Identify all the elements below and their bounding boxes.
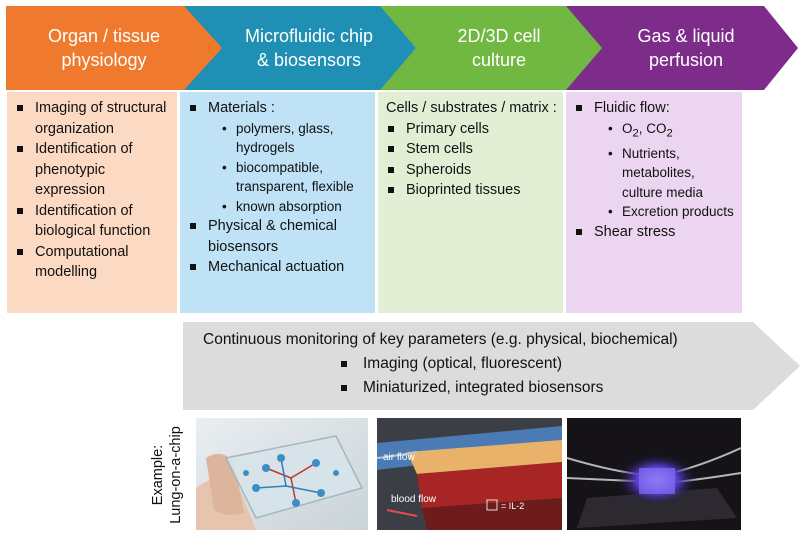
example-label: Example: Lung-on-a-chip [140,418,194,532]
example-line2: Lung-on-a-chip [168,426,184,524]
sub-list-item-gases: O2, CO2 [594,119,736,144]
chip-in-hand-image [196,418,368,530]
il2-label: = IL-2 [501,501,524,511]
gas-co: , CO [638,120,667,136]
chevron-title-line1: Microfluidic chip [244,26,374,46]
list-item: Identification of phenotypic expression [13,139,171,201]
sub-list-item: biocompatible, transparent, flexible [208,158,369,197]
list-item: Identification of biological function [13,201,171,242]
monitoring-item: Miniaturized, integrated biosensors [323,376,800,400]
monitoring-item: Imaging (optical, fluorescent) [323,352,800,376]
microfluidic-panel: Materials : polymers, glass, hydrogels b… [180,92,375,313]
list-item-materials: Materials : polymers, glass, hydrogels b… [186,98,369,216]
chevron-microfluidic-chip: Microfluidic chip & biosensors [184,6,416,90]
chevron-title-line2: perfusion [648,50,724,70]
list-item-fluidic-flow: Fluidic flow: O2, CO2 Nutrients, metabol… [572,98,736,222]
chevron-title-line1: Organ / tissue [47,26,161,46]
list-item: Computational modelling [13,242,171,283]
example-line1: Example: [150,444,166,506]
chevron-title-line1: 2D/3D cell [457,26,541,46]
list-item: Physical & chemical biosensors [186,216,369,257]
cell-culture-panel: Cells / substrates / matrix : Primary ce… [378,92,563,313]
sub-list-item: known absorption [208,197,369,217]
list-item: Shear stress [572,222,736,243]
chevron-title-line1: Gas & liquid [637,26,735,46]
list-item: Mechanical actuation [186,257,369,278]
chevron-organ-tissue-physiology: Organ / tissue physiology [6,6,228,90]
list-item: Spheroids [384,160,557,181]
chevron-gas-liquid-perfusion: Gas & liquid perfusion [566,6,798,90]
sub-list-item: polymers, glass, hydrogels [208,119,369,158]
list-item: Bioprinted tissues [384,180,557,201]
cells-intro: Cells / substrates / matrix : [386,100,557,116]
monitoring-arrow: Continuous monitoring of key parameters … [183,322,800,410]
chevron-title-line2: physiology [61,50,147,70]
list-item: Stem cells [384,139,557,160]
gas-o: O [622,120,633,136]
list-item: Primary cells [384,119,557,140]
gas-o-subscript: 2 [632,127,639,140]
chevron-title-line2: & biosensors [256,50,362,70]
sub-list-item: Excretion products [594,202,736,222]
monitoring-title: Continuous monitoring of key parameters … [203,331,678,348]
perfusion-panel: Fluidic flow: O2, CO2 Nutrients, metabol… [566,92,742,313]
chip-on-stage-image [567,418,741,530]
chevron-cell-culture: 2D/3D cell culture [380,6,602,90]
materials-label: Materials : [208,100,275,116]
fluidic-flow-label: Fluidic flow: [594,100,670,116]
blood-flow-label: blood flow [391,494,437,505]
airflow-bloodflow-schematic: air flow blood flow = IL-2 [377,418,562,530]
gas-co-subscript: 2 [666,127,673,140]
chevron-title-line2: culture [471,50,527,70]
organ-physiology-panel: Imaging of structural organization Ident… [7,92,177,313]
sub-list-item: Nutrients, metabolites, culture media [594,144,736,203]
list-item: Imaging of structural organization [13,98,171,139]
air-flow-label: air flow [383,452,415,463]
